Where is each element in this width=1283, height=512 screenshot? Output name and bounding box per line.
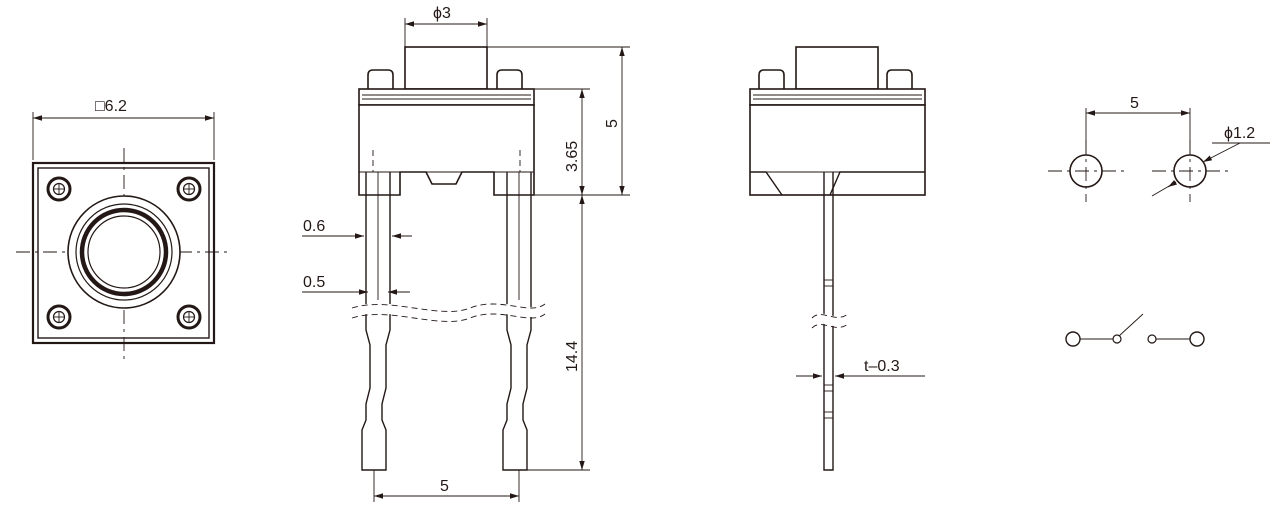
corner-terminal-br [176,304,202,330]
pcb-layout: 5 ϕ1.2 [1048,95,1270,202]
lead-width-label: 0.6 [303,218,325,235]
lead-length-label: 14.4 [564,341,581,372]
pcb-hole-left [1048,140,1124,202]
lead-right [502,172,532,471]
body-height-dimension: 3.65 [564,89,585,195]
pcb-hole-right [1152,140,1228,202]
lead-width-dimension: 0.6 [302,218,412,239]
corner-terminal-bl [46,304,72,330]
actuator-front [404,46,488,90]
corner-terminal-tl [46,176,72,202]
lead-narrow-dimension: 0.5 [302,274,410,295]
pcb-hole-dia-label: ϕ1.2 [1224,125,1255,142]
switch-body-front [358,104,535,196]
switch-body-side [749,104,926,196]
lead-pitch-label: 5 [440,478,449,495]
side-view: t–0.3 [749,46,926,471]
actuator-side [795,46,879,90]
lead-narrow-label: 0.5 [303,274,325,291]
switch-symbol [1065,313,1205,347]
corner-terminal-tr [176,176,202,202]
lead-thickness-dimension: t–0.3 [796,358,925,379]
top-size-label: □6.2 [95,98,127,115]
front-view: ϕ3 [302,5,630,502]
top-size-dimension: □6.2 [32,98,215,160]
lead-left [361,172,391,471]
total-height-label: 5 [604,119,621,128]
pcb-pitch-label: 5 [1130,95,1139,112]
pcb-hole-dia-dimension: ϕ1.2 [1151,125,1270,197]
total-height-dimension: 5 [604,47,625,195]
actuator-dia-dimension: ϕ3 [404,5,488,48]
lead-thickness-label: t–0.3 [864,358,900,375]
lead-length-dimension: 14.4 [564,195,585,470]
body-height-label: 3.65 [564,141,581,172]
actuator-top [67,195,181,309]
top-view: □6.2 [16,98,232,360]
break-lines-front [350,303,549,322]
lead-pitch-dimension: 5 [373,470,520,502]
break-lines-side [808,313,852,329]
actuator-dia-label: ϕ3 [433,5,451,22]
